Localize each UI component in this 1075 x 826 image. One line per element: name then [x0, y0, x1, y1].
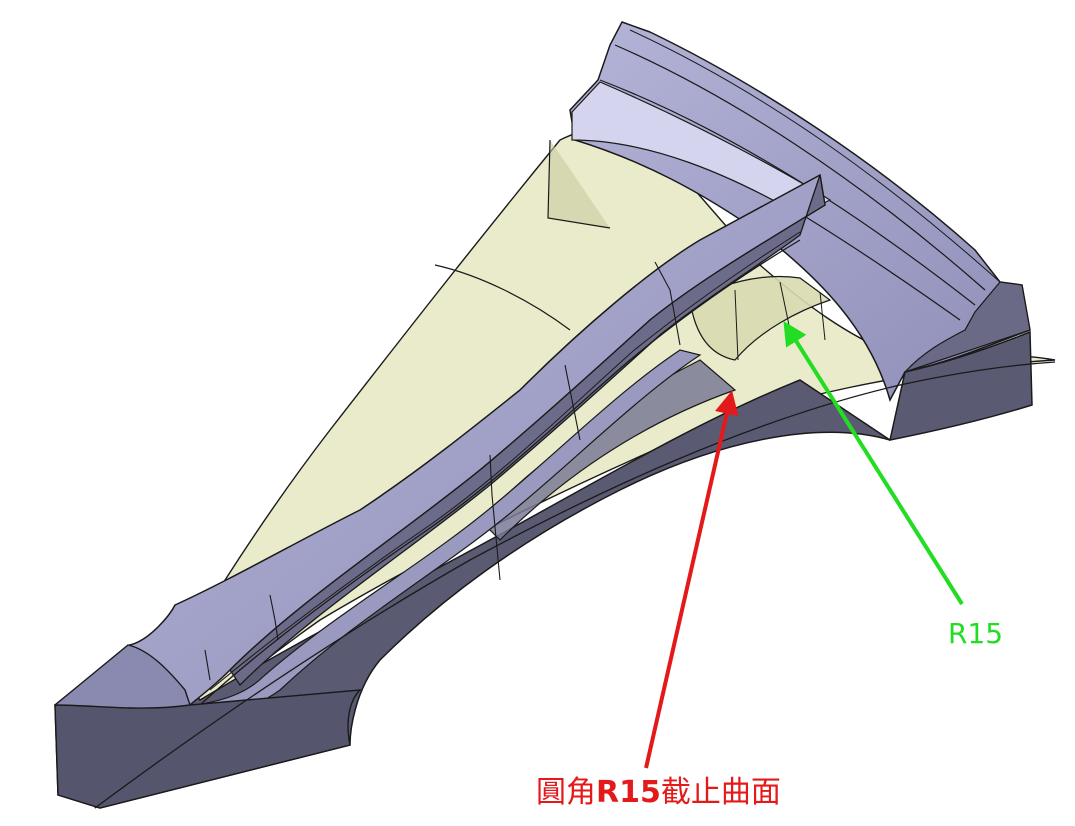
- rib-section-line: [564, 364, 581, 441]
- flange-groove: [614, 44, 986, 291]
- rib-section-line: [204, 649, 211, 681]
- rib-groove: [209, 231, 801, 691]
- flange-end-face: [889, 330, 1033, 441]
- rib-section-line: [489, 454, 501, 581]
- flange-groove: [629, 29, 1001, 283]
- fillet-isoline: [819, 291, 826, 341]
- flange-light-face: [571, 81, 832, 216]
- red-callout-arrow: [644, 390, 739, 769]
- fillet-r15-region: [689, 275, 832, 361]
- left-end-front-face: [54, 689, 362, 809]
- label-suffix: 截止曲面: [660, 775, 781, 810]
- r15-label: R15: [948, 617, 1004, 650]
- surface-isoline: [434, 264, 571, 331]
- green-callout-arrow: [783, 320, 964, 606]
- fillet-cutoff-surface-label: 圓角R15截止曲面: [536, 778, 781, 808]
- rib-lower-ledge: [193, 349, 702, 714]
- rib-section-line: [654, 261, 681, 346]
- rib-section-line: [269, 594, 279, 641]
- surface-isoline: [547, 139, 611, 229]
- label-radius: R15: [596, 775, 661, 810]
- rib-groove: [199, 239, 801, 706]
- label-prefix: 圓角: [536, 775, 596, 810]
- fillet-isoline: [734, 289, 739, 361]
- flange-end-face-upper: [903, 281, 1031, 374]
- surface-edge-overlay: [94, 361, 1056, 809]
